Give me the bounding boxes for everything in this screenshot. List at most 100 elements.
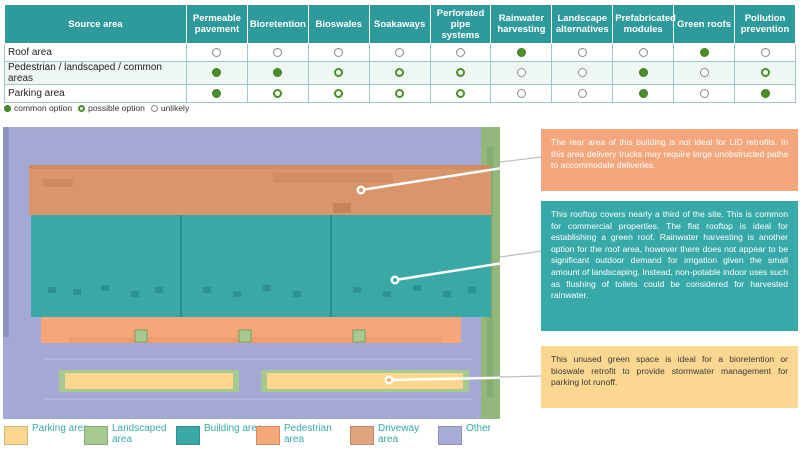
- unlikely-dot-icon: [638, 47, 648, 57]
- callout-rooftop: This rooftop covers nearly a third of th…: [541, 201, 798, 331]
- legend-label: Driveway area: [378, 423, 420, 445]
- matrix-cell: [612, 61, 675, 85]
- matrix-cell: [734, 61, 796, 85]
- legend-parking: Parking area: [4, 423, 92, 445]
- column-header: Permeable pavement: [186, 4, 248, 44]
- rooftop-units: [48, 285, 476, 297]
- key-common: common option: [4, 103, 72, 113]
- unlikely-dot-icon: [577, 68, 587, 78]
- ring-dot-icon: [78, 104, 86, 112]
- matrix-cell: [186, 84, 248, 103]
- row-label: Parking area: [4, 84, 187, 103]
- common-dot-icon: [516, 47, 526, 57]
- matrix-cell: [673, 61, 736, 85]
- unlikely-dot-icon: [212, 47, 222, 57]
- common-dot-icon: [212, 68, 222, 78]
- common-dot-icon: [760, 88, 770, 98]
- legend-building: Building area: [176, 423, 264, 445]
- matrix-cell: [429, 84, 492, 103]
- legend-swatch: [350, 426, 374, 445]
- parking-island-right: [267, 373, 463, 389]
- possible-dot-icon: [273, 88, 283, 98]
- matrix-cell: [429, 61, 492, 85]
- empty-dot-icon: [150, 104, 158, 112]
- legend-swatch: [438, 426, 462, 445]
- column-header: Pollution prevention: [734, 4, 796, 44]
- legend-label: Parking area: [32, 423, 89, 434]
- matrix-cell: [368, 61, 431, 85]
- matrix-cell: [673, 84, 736, 103]
- matrix-cell: [490, 43, 553, 62]
- unlikely-dot-icon: [516, 88, 526, 98]
- legend-swatch: [176, 426, 200, 445]
- unlikely-dot-icon: [577, 88, 587, 98]
- possible-dot-icon: [456, 68, 465, 78]
- common-dot-icon: [273, 68, 283, 78]
- matrix-cell: [368, 84, 431, 103]
- column-header: Prefabricated modules: [612, 4, 676, 44]
- unlikely-dot-icon: [577, 47, 587, 57]
- matrix-cell: [734, 43, 796, 62]
- unlikely-dot-icon: [516, 68, 526, 78]
- table-row: Pedestrian / landscaped / common areas: [4, 61, 796, 85]
- matrix-cell: [246, 61, 309, 85]
- matrix-cell: [734, 84, 796, 103]
- unlikely-dot-icon: [760, 47, 770, 57]
- legend-label: Other: [466, 423, 492, 434]
- possible-dot-icon: [395, 68, 405, 78]
- common-dot-icon: [638, 88, 648, 98]
- matrix-cell: [673, 43, 736, 62]
- possible-dot-icon: [760, 68, 770, 78]
- possible-dot-icon: [395, 88, 405, 98]
- planter-2: [238, 329, 252, 343]
- column-header: Soakaways: [368, 4, 431, 44]
- corner-header: Source area: [4, 4, 187, 44]
- matrix-cell: [551, 84, 614, 103]
- matrix-cell: [612, 43, 675, 62]
- legend-landscaped: Landscaped area: [84, 423, 172, 445]
- key-unlikely: unlikely: [150, 103, 189, 113]
- building-rooftop: [31, 215, 491, 317]
- matrix-cell: [612, 84, 675, 103]
- key-possible-label: possible option: [88, 103, 145, 113]
- column-header: Green roofs: [673, 4, 736, 44]
- area-legend: Parking area Landscaped area Building ar…: [4, 423, 796, 450]
- callout-connectors: [356, 167, 500, 385]
- legend-swatch: [84, 426, 108, 445]
- matrix-cell: [186, 43, 248, 62]
- matrix-cell: [429, 43, 492, 62]
- possible-dot-icon: [456, 88, 465, 98]
- common-dot-icon: [212, 88, 222, 98]
- parking-island-left: [65, 373, 233, 389]
- unlikely-dot-icon: [334, 47, 344, 57]
- table-row: Roof area: [4, 43, 796, 62]
- row-label: Roof area: [4, 43, 187, 62]
- column-header: Perforated pipe systems: [429, 4, 492, 44]
- unlikely-dot-icon: [456, 47, 465, 57]
- planter-3: [352, 329, 366, 343]
- common-dot-icon: [638, 68, 648, 78]
- possible-dot-icon: [334, 88, 344, 98]
- filled-dot-icon: [4, 104, 11, 112]
- matrix-cell: [368, 43, 431, 62]
- site-aerial-map: [3, 127, 500, 419]
- unlikely-dot-icon: [699, 68, 709, 78]
- legend-swatch: [256, 426, 280, 445]
- key-possible: possible option: [78, 103, 145, 113]
- table-row: Parking area: [4, 84, 796, 103]
- matrix-cell: [246, 43, 309, 62]
- unlikely-dot-icon: [273, 47, 283, 57]
- column-header: Bioswales: [307, 4, 370, 44]
- unlikely-dot-icon: [699, 88, 709, 98]
- matrix-cell: [551, 43, 614, 62]
- column-header: Rainwater harvesting: [490, 4, 553, 44]
- connector-gap-svg: [500, 156, 542, 378]
- possible-dot-icon: [334, 68, 344, 78]
- column-header: Landscape alternatives: [551, 4, 614, 44]
- unlikely-dot-icon: [395, 47, 405, 57]
- callout-green-space: This unused green space is ideal for a b…: [541, 346, 798, 408]
- legend-driveway: Driveway area: [350, 423, 438, 445]
